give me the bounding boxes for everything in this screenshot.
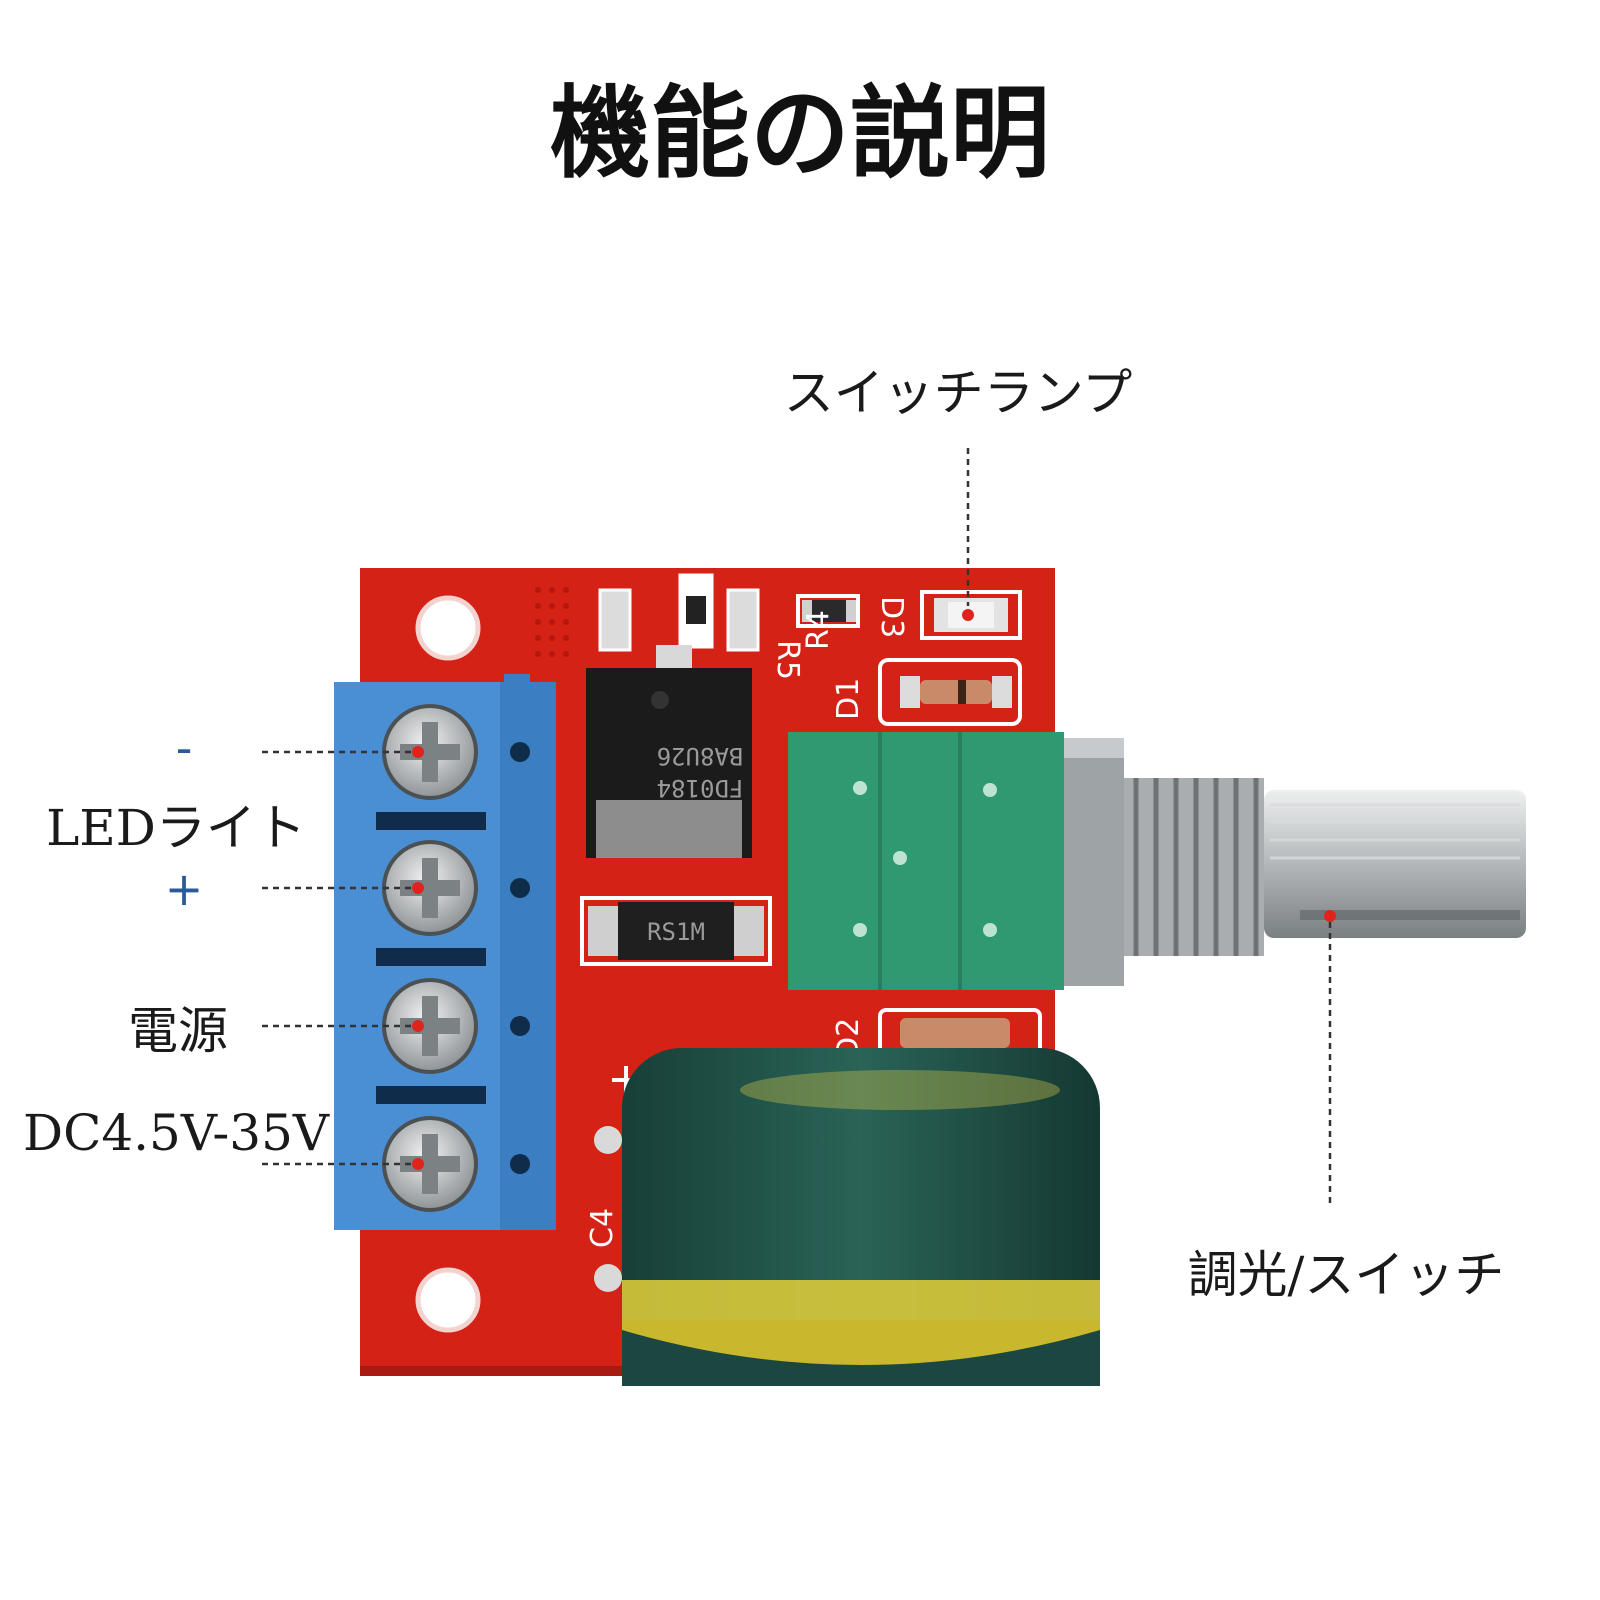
dimmer-dot bbox=[1324, 910, 1336, 922]
silk-r4: R4 bbox=[801, 610, 836, 650]
silk-d3: D3 bbox=[874, 596, 909, 638]
mosfet-chip: FD0184 BA8U26 bbox=[586, 645, 752, 858]
potentiometer bbox=[788, 732, 1526, 990]
diode-marking: RS1M bbox=[647, 918, 705, 946]
mosfet-marking-1: FD0184 bbox=[657, 774, 744, 802]
smd-resistor-r5 bbox=[796, 594, 860, 628]
label-plus: + bbox=[165, 862, 204, 916]
label-dimmer-switch: 調光/スイッチ bbox=[1188, 1246, 1505, 1304]
mounting-hole-top bbox=[415, 595, 481, 661]
mounting-hole-bottom bbox=[415, 1267, 481, 1333]
silk-d1: D1 bbox=[831, 678, 866, 720]
label-led-light: LEDライト bbox=[46, 799, 306, 857]
diode-rs1m: RS1M bbox=[580, 896, 772, 966]
diode-d1 bbox=[878, 658, 1022, 726]
page-title: 機能の説明 bbox=[550, 74, 1050, 192]
label-minus: - bbox=[176, 721, 193, 775]
smd-resistor-top bbox=[598, 573, 760, 652]
screw-terminal-block bbox=[334, 674, 556, 1230]
label-switch-lamp: スイッチランプ bbox=[784, 364, 1133, 422]
capacitor-c4 bbox=[594, 1048, 1100, 1386]
terminal-screw-2 bbox=[382, 840, 478, 936]
switch-lamp-dot bbox=[962, 609, 974, 621]
label-power: 電源 bbox=[128, 1002, 228, 1060]
switch-lamp-led bbox=[920, 590, 1022, 640]
silk-c4: C4 bbox=[585, 1208, 620, 1248]
label-voltage: DC4.5V-35V bbox=[23, 1104, 330, 1162]
mosfet-marking-2: BA8U26 bbox=[657, 742, 744, 770]
leader-lines bbox=[262, 448, 1332, 1206]
terminal-screw-3 bbox=[382, 978, 478, 1074]
silk-r5: R5 bbox=[770, 640, 805, 680]
